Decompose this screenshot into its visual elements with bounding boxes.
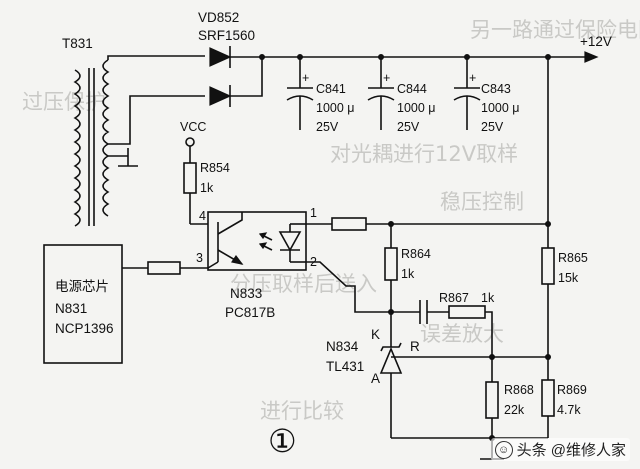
plus-c843: +	[469, 71, 476, 85]
resistor-r854: VCC R854 1k	[180, 120, 230, 224]
label-pc817b: PC817B	[225, 305, 275, 320]
label-12v: +12V	[580, 34, 612, 49]
resistor-r865: R865 15k	[489, 247, 588, 380]
label-c844-cap: 1000 μ	[397, 101, 435, 115]
user-icon: ☺	[494, 440, 513, 459]
label-pin3: 3	[196, 251, 203, 265]
label-chip-name: 电源芯片	[55, 279, 109, 294]
watermark: ☺ 头条 @维修人家	[490, 438, 630, 461]
power-chip-n831: 电源芯片 N831 NCP1396	[43, 244, 219, 364]
label-c841: C841	[316, 82, 346, 96]
label-c841-v: 25V	[316, 120, 339, 134]
label-n833: N833	[230, 286, 262, 301]
watermark-text: 头条 @维修人家	[516, 442, 626, 459]
label-vcc: VCC	[180, 120, 206, 134]
label-c843: C843	[481, 82, 511, 96]
label-r867: R867	[439, 291, 469, 305]
label-r865: R865	[558, 251, 588, 265]
label-c844-v: 25V	[397, 120, 420, 134]
resistor-r869: R869 4.7k	[541, 379, 587, 438]
label-k: K	[371, 327, 380, 342]
label-pin4: 4	[199, 209, 206, 223]
label-vd852: VD852	[198, 10, 239, 25]
label-n831: N831	[55, 301, 87, 316]
regulator-tl431: K R A N834 TL431	[326, 327, 548, 439]
resistor-r864: R864 1k	[384, 224, 431, 336]
resistor-r868: R868 22k	[485, 357, 534, 438]
plus-c844: +	[383, 71, 390, 85]
optocoupler-n833: 4 3 1 2 N833 PC817B	[190, 206, 317, 320]
label-tl431: TL431	[326, 359, 364, 374]
label-r869-val: 4.7k	[557, 403, 581, 417]
figure-number: ①	[268, 423, 297, 459]
capacitor-c841: + C841 1000 μ 25V	[286, 57, 354, 134]
label-pin1: 1	[310, 206, 317, 220]
capacitor-c844: + C844 1000 μ 25V	[367, 57, 435, 134]
label-c843-cap: 1000 μ	[481, 101, 519, 115]
label-r: R	[410, 339, 420, 354]
label-ncp1396: NCP1396	[55, 321, 114, 336]
label-r868: R868	[504, 383, 534, 397]
wire-pin2-net	[306, 261, 391, 313]
label-r854: R854	[200, 161, 230, 175]
label-srf1560: SRF1560	[198, 28, 255, 43]
plus-c841: +	[302, 71, 309, 85]
label-r864: R864	[401, 247, 431, 261]
label-c841-cap: 1000 μ	[316, 101, 354, 115]
capacitor-c843: + C843 1000 μ 25V	[453, 57, 519, 134]
rail-12v: +12V	[262, 34, 612, 63]
label-c844: C844	[397, 82, 427, 96]
label-r868-val: 22k	[504, 403, 525, 417]
label-r869: R869	[557, 383, 587, 397]
label-r865-val: 15k	[558, 271, 579, 285]
wire-pin1-net	[306, 217, 551, 231]
transformer-t831: T831	[62, 36, 205, 227]
label-a: A	[371, 371, 380, 386]
label-c843-v: 25V	[481, 120, 504, 134]
diode-vd852: VD852 SRF1560	[198, 10, 265, 107]
label-r854-val: 1k	[200, 181, 214, 195]
label-n834: N834	[326, 339, 359, 354]
label-r864-val: 1k	[401, 267, 415, 281]
resistor-r867: R867 1k	[391, 291, 495, 357]
label-t831: T831	[62, 36, 93, 51]
label-r867-val: 1k	[481, 291, 495, 305]
